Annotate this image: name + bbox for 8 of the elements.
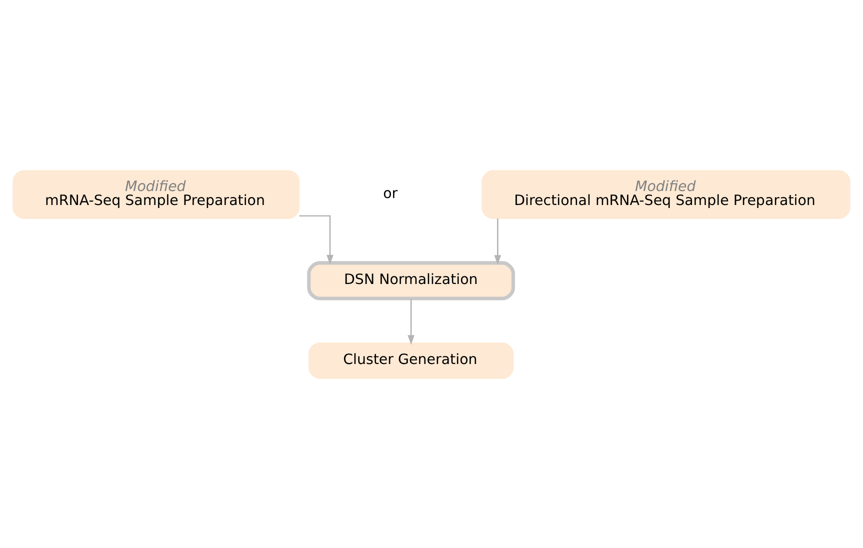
node-box: Modified Directional mRNA-Seq Sample Preparation xyxy=(482,170,850,218)
arrow xyxy=(299,214,334,264)
node-box: DSN Normalization xyxy=(307,260,516,300)
node-box: Cluster Generation xyxy=(308,342,514,378)
arrow xyxy=(408,298,414,344)
node-box: Modified mRNA-Seq Sample Preparation xyxy=(12,170,300,218)
label: or xyxy=(383,185,398,202)
arrow xyxy=(494,218,502,264)
